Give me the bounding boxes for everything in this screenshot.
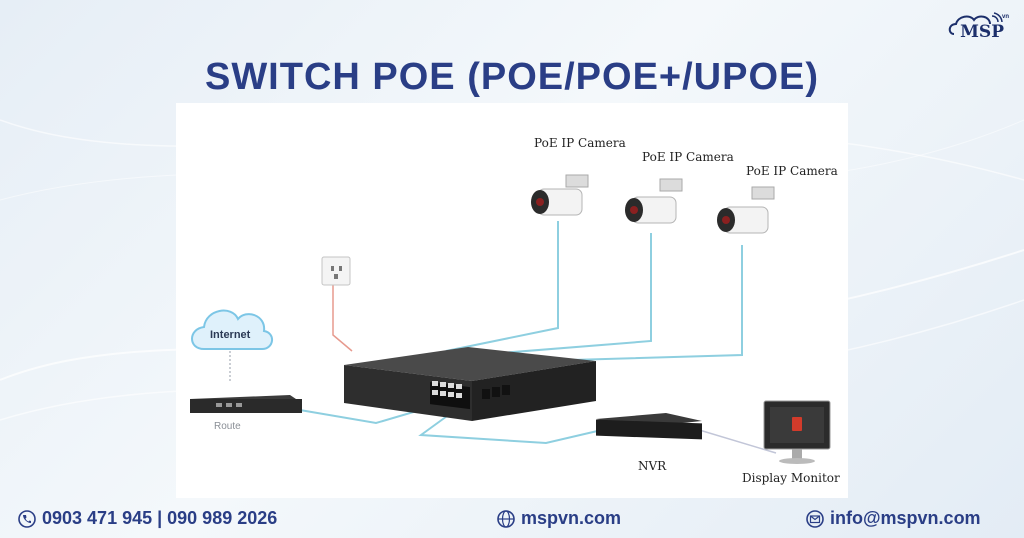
- nvr-label: NVR: [638, 459, 667, 473]
- phone-contact[interactable]: 0903 471 945 | 090 989 2026: [18, 508, 277, 529]
- msp-logo-icon: [948, 12, 1003, 35]
- diagram-drawing: [190, 174, 831, 464]
- monitor-label: Display Monitor: [742, 471, 840, 485]
- cable-monitor: [695, 428, 777, 454]
- cable-camera-1: [445, 221, 559, 352]
- camera-1-label: PoE IP Camera: [534, 136, 626, 150]
- network-diagram: PoE IP Camera PoE IP Camera PoE IP Camer…: [176, 103, 848, 498]
- contact-footer: 0903 471 945 | 090 989 2026 mspvn.com in…: [0, 500, 1024, 538]
- email-icon: [806, 509, 824, 528]
- email-link[interactable]: info@mspvn.com: [806, 508, 981, 529]
- website-link[interactable]: mspvn.com: [497, 508, 621, 529]
- poe-switch-icon: [344, 347, 596, 421]
- camera-3-icon: [717, 186, 775, 234]
- phone-icon: [18, 509, 36, 528]
- router-label: Route: [214, 421, 241, 432]
- phone-numbers: 0903 471 945 | 090 989 2026: [42, 508, 278, 528]
- nvr-icon: [596, 413, 702, 440]
- power-outlet-icon: [321, 256, 351, 286]
- cable-camera-3: [535, 245, 743, 362]
- email-text: info@mspvn.com: [830, 508, 981, 528]
- globe-icon: [497, 509, 515, 528]
- camera-2-icon: [625, 178, 683, 224]
- website-text: mspvn.com: [521, 508, 622, 528]
- internet-cloud-icon: [191, 309, 273, 350]
- cable-power: [332, 285, 353, 352]
- router-icon: [190, 395, 302, 413]
- camera-3-label: PoE IP Camera: [746, 164, 838, 178]
- cable-camera-2: [475, 233, 652, 356]
- camera-2-label: PoE IP Camera: [642, 150, 734, 164]
- logo-sup: vn: [1001, 14, 1009, 20]
- display-monitor-icon: [763, 400, 831, 464]
- logo-text: MSP: [960, 22, 1004, 42]
- internet-label: Internet: [210, 329, 251, 341]
- page-title: SWITCH POE (POE/POE+/UPOE): [204, 56, 820, 98]
- camera-1-icon: [531, 174, 589, 216]
